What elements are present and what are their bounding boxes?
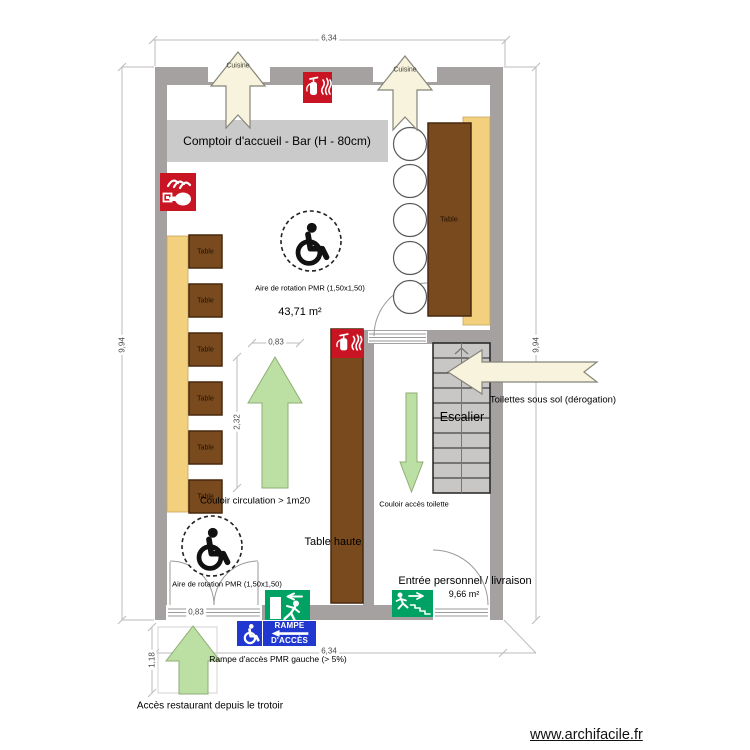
ramp-sign-line-1: RAMPE — [274, 621, 305, 630]
table-right — [427, 122, 472, 317]
archifacile-watermark-link[interactable]: www.archifacile.fr — [530, 727, 643, 743]
benches — [166, 116, 491, 513]
table-right-label: Table — [440, 214, 458, 224]
back-area-value: 9,66 m² — [448, 589, 480, 599]
dining-area-value: 43,71 m² — [278, 306, 322, 318]
table-left-2 — [188, 283, 223, 318]
extinguisher-sign-column — [332, 329, 363, 358]
table-left-6 — [188, 479, 223, 514]
extinguisher-sign-top — [303, 72, 333, 103]
arrow-cuisine-1 — [209, 51, 267, 130]
dim-width-bottom: 6,34 — [319, 646, 339, 656]
table-left-5 — [188, 430, 223, 465]
table-label-6: Table — [197, 493, 214, 500]
pmr-rotation-label-2: Aire de rotation PMR (1,50x1,50) — [172, 579, 282, 589]
staff-entrance-label: Entrée personnel / livraison — [398, 575, 532, 587]
dim-ramp-length: 1,18 — [147, 650, 157, 670]
arrow-toilet-down — [399, 392, 424, 494]
pmr-rotation-label-1: Aire de rotation PMR (1,50x1,50) — [255, 283, 365, 293]
arrow-cuisine-2 — [376, 55, 434, 132]
toilets-note: Toilettes sous sol (dérogation) — [489, 394, 617, 406]
circulation-arrows — [164, 356, 424, 695]
table-label-4: Table — [197, 395, 214, 402]
chairs — [392, 126, 428, 315]
table-left-3 — [188, 332, 223, 367]
pmr-rotation-area-1 — [280, 210, 342, 272]
ramp-note: Rampe d'accès PMR gauche (> 5%) — [209, 654, 347, 664]
dim-corridor-length: 2,32 — [232, 412, 242, 432]
table-label-1: Table — [197, 248, 214, 255]
stairs-label: Escalier — [439, 410, 485, 424]
arrow-corridor-up — [247, 356, 303, 489]
street-access-label: Accès restaurant depuis le trotoir — [136, 700, 284, 712]
bench-left — [166, 235, 189, 513]
dim-height-left: 9,94 — [117, 335, 127, 355]
left-arrow-icon — [271, 630, 308, 637]
cuisine-label-1: Cuisine — [226, 62, 250, 70]
table-label-3: Table — [197, 346, 214, 353]
corridor-circulation-label: Couloir circulation > 1m20 — [199, 495, 311, 507]
tables — [188, 122, 472, 604]
dim-entry-door: 0,83 — [186, 607, 206, 617]
bar-counter-label: Comptoir d'accueil - Bar (H - 80cm) — [183, 134, 371, 148]
table-label-2: Table — [197, 297, 214, 304]
table-label-5: Table — [197, 444, 214, 451]
wheelchair-icon — [236, 620, 263, 647]
exit-sign-main — [265, 590, 310, 625]
door-arcs — [169, 282, 489, 606]
corridor-toilet-label: Couloir accès toilette — [379, 499, 449, 509]
pmr-rotation-area-2 — [181, 515, 243, 577]
dim-height-right: 9,94 — [531, 335, 541, 355]
fire-call-point-sign — [160, 173, 196, 211]
access-ramp-sign: RAMPE D'ACCÈS — [236, 620, 317, 647]
ramp-sign-line-2: D'ACCÈS — [270, 636, 309, 645]
arrow-street-access — [164, 625, 222, 695]
wall-partition-v — [363, 330, 374, 620]
dim-width-top: 6,34 — [319, 33, 339, 43]
table-left-4 — [188, 381, 223, 416]
table-haute-label: Table haute — [304, 536, 362, 548]
exit-sign-staff — [392, 590, 433, 617]
flow-arrows — [209, 51, 599, 396]
table-left-1 — [188, 234, 223, 269]
arrow-toilettes-left — [446, 348, 599, 396]
dim-corridor-width: 0,83 — [266, 337, 286, 347]
bar-counter — [167, 120, 388, 162]
stairs-up-arrow — [454, 347, 469, 355]
cuisine-label-2: Cuisine — [393, 66, 417, 74]
wall-left — [155, 67, 167, 620]
table-haute — [330, 328, 364, 604]
